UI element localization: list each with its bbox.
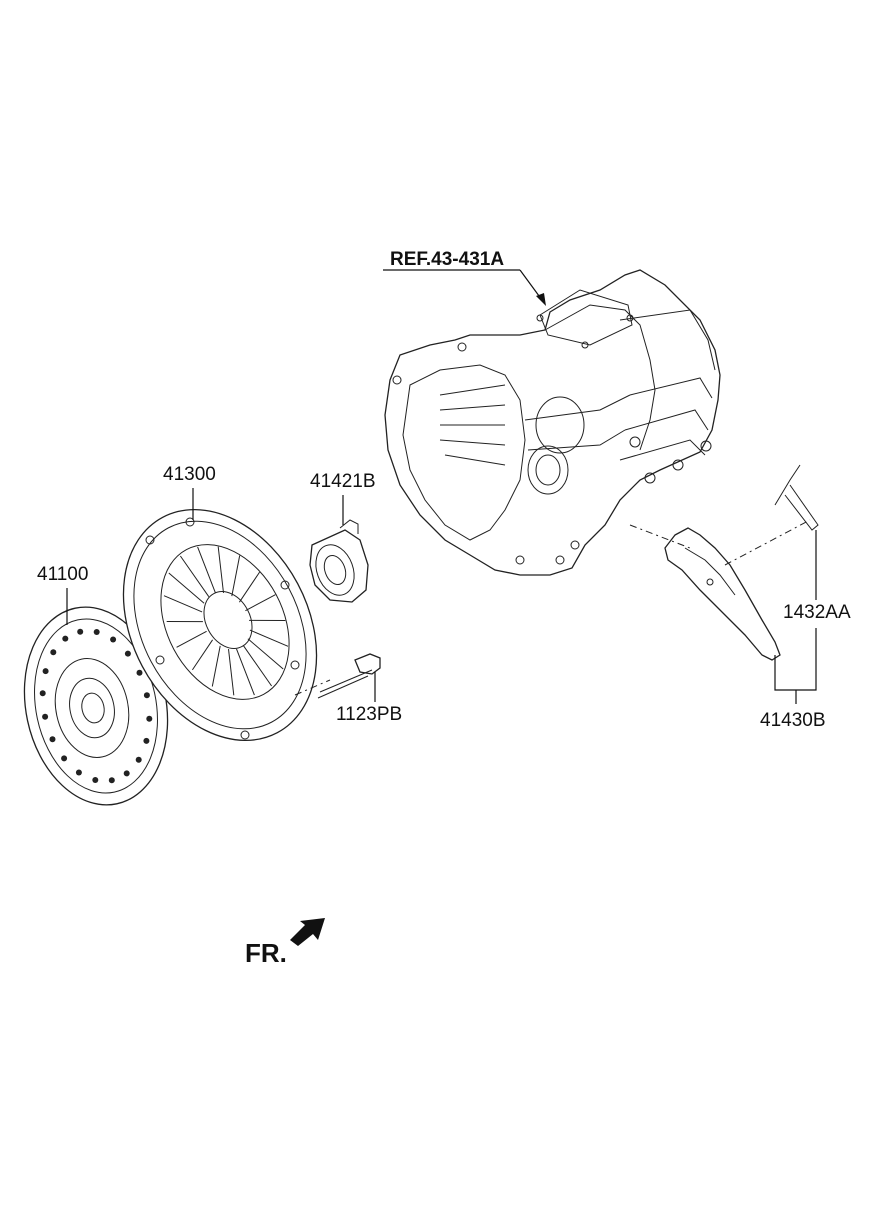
diaphragm-finger [242, 645, 273, 687]
part-label-1432AA: 1432AA [783, 602, 851, 623]
rivet-hole [108, 777, 115, 784]
diaphragm-finger [228, 649, 235, 696]
clutch-pressure-plate [122, 508, 318, 742]
rivet-hole [93, 629, 100, 635]
rivet-hole [136, 669, 143, 676]
transmission-housing [384, 269, 721, 576]
part-label-41421B: 41421B [310, 471, 376, 492]
diaphragm-finger [211, 645, 221, 687]
rivet-hole [42, 713, 49, 720]
rivet-hole [75, 769, 82, 776]
rivet-hole [124, 650, 131, 657]
rivet-hole [146, 715, 153, 722]
bolt [317, 653, 381, 699]
rivet-hole [135, 756, 142, 763]
front-direction-arrow-icon [290, 918, 325, 946]
rivet-hole [143, 692, 150, 699]
diaphragm-finger [247, 638, 284, 670]
rivet-hole [50, 649, 57, 656]
part-label-41100: 41100 [37, 564, 88, 585]
rivet-hole [110, 636, 117, 643]
rivet-hole [49, 736, 56, 743]
diaphragm-finger [176, 630, 207, 648]
rivet-hole [123, 770, 130, 777]
pivot-clip [774, 464, 819, 531]
diaphragm-finger [245, 594, 276, 612]
diaphragm-finger [249, 629, 289, 647]
diaphragm-finger [191, 639, 214, 671]
part-label-41430B: 41430B [760, 710, 826, 731]
reference-label: REF.43-431A [390, 249, 504, 270]
part-label-41300: 41300 [163, 464, 216, 485]
rivet-hole [42, 668, 49, 675]
part-label-1123PB: 1123PB [336, 704, 402, 725]
leader-line-41430B [774, 628, 817, 704]
diaphragm-finger [197, 546, 216, 594]
arrow-head-icon [536, 293, 546, 306]
diaphragm-finger [236, 648, 255, 696]
diaphragm-finger [231, 555, 241, 597]
diaphragm-finger [168, 572, 205, 604]
release-bearing [309, 519, 369, 603]
rivet-hole [143, 737, 150, 744]
diaphragm-finger [179, 555, 210, 597]
rivet-hole [61, 755, 68, 762]
rivet-hole [62, 635, 69, 642]
reference-callout: REF.43-431A [383, 249, 546, 306]
front-direction-label: FR. [245, 938, 287, 968]
rivet-hole [77, 628, 84, 635]
rivet-hole [39, 690, 46, 697]
diaphragm-finger [163, 595, 203, 613]
release-fork [664, 527, 781, 661]
front-direction-indicator: FR. [245, 918, 325, 968]
diaphragm-finger [217, 546, 224, 593]
clutch-disc [23, 606, 169, 806]
rivet-hole [92, 777, 99, 783]
diaphragm-finger [238, 571, 261, 603]
